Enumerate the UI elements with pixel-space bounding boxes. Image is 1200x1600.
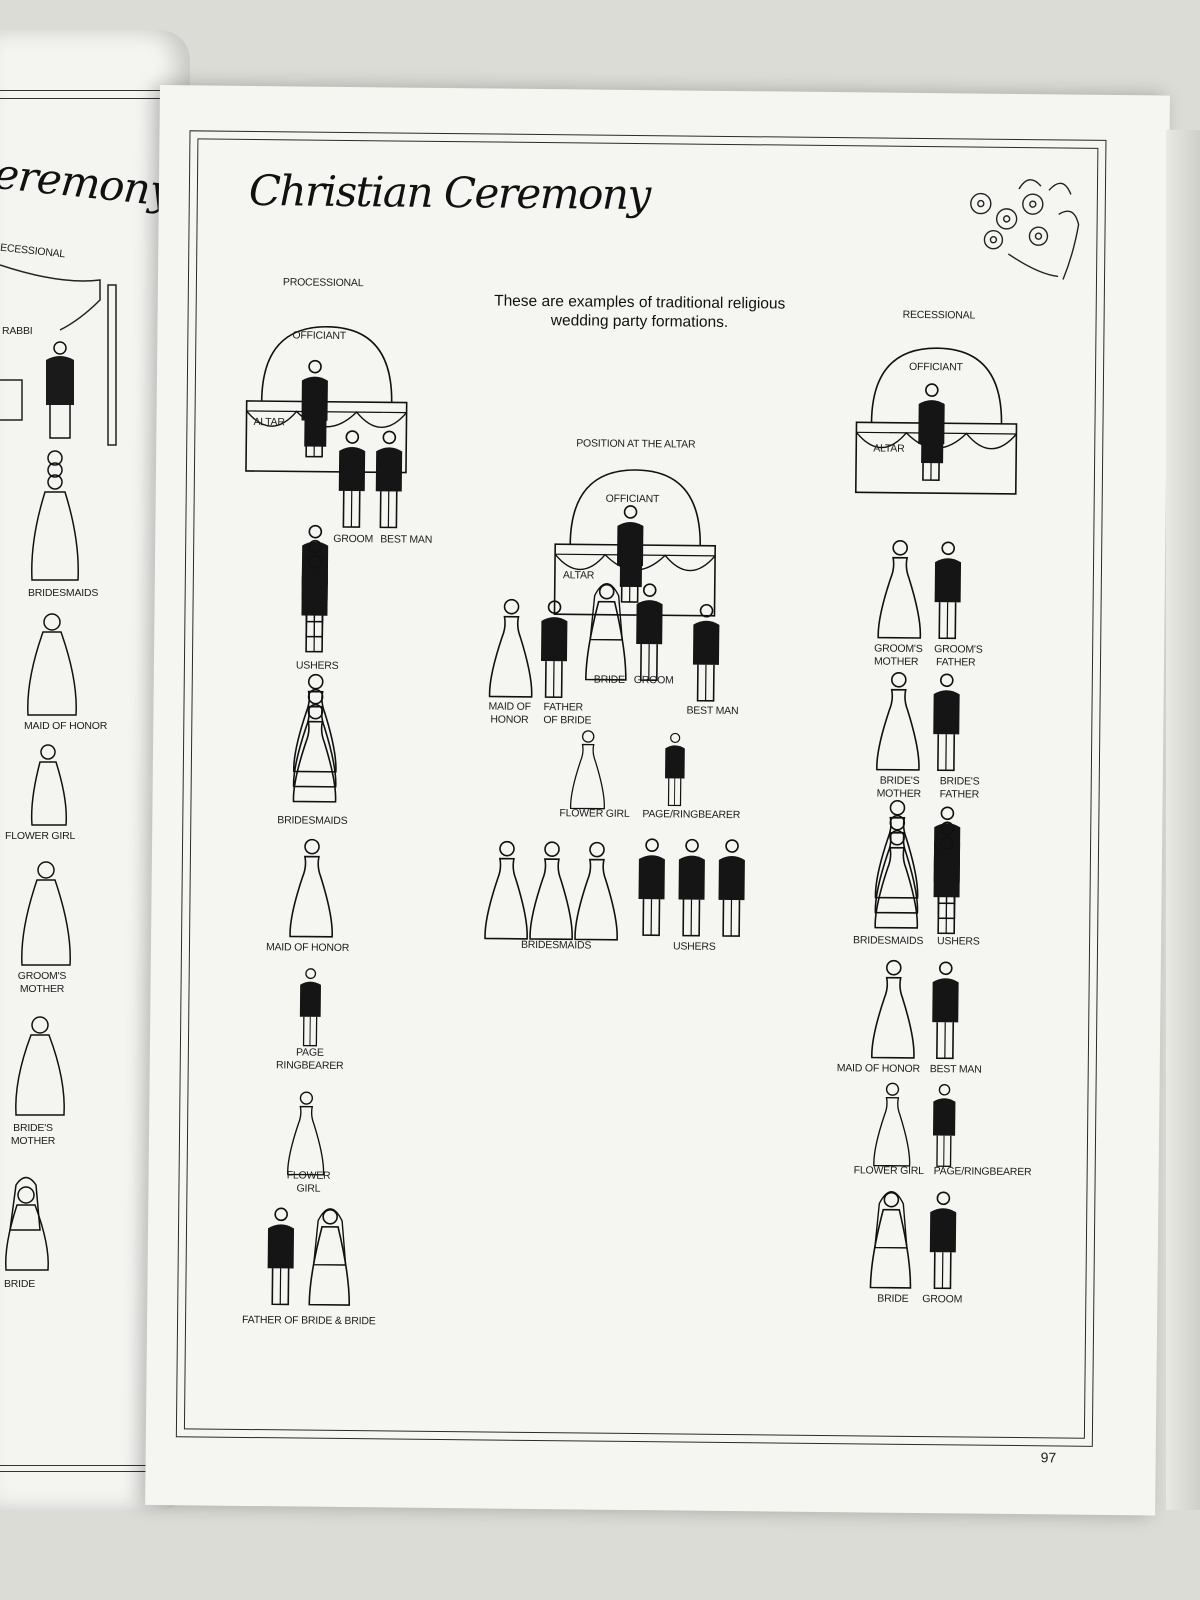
processional-ushers-label: USHERS <box>295 659 339 672</box>
bridesmaids-figure <box>31 450 79 581</box>
grooms-mother-figure <box>21 861 71 966</box>
altar-bridesmaid-figure-2 <box>529 841 574 941</box>
processional-father-figure <box>266 1207 296 1306</box>
processional-flower-girl-figure <box>287 1091 326 1176</box>
processional-best-man-label: BEST MAN <box>380 533 433 546</box>
recessional-best-man-label: BEST MAN <box>929 1063 982 1076</box>
left-brides-mother-label: BRIDE'S MOTHER <box>10 1122 56 1147</box>
altar-flower-girl-label: FLOWER GIRL <box>559 807 630 820</box>
recessional-page-figure <box>931 1083 957 1168</box>
right-page: Christian Ceremony These are examples of… <box>145 85 1170 1516</box>
left-bride-label: BRIDE <box>4 1278 36 1290</box>
recessional-bridesmaids-label: BRIDESMAIDS <box>853 934 924 948</box>
recessional-mother2-label: MOTHER <box>876 787 921 801</box>
recessional-flower-girl-figure <box>873 1082 912 1167</box>
recessional-grooms2-label: GROOM'S <box>934 643 983 656</box>
altar-father-of-bride-figure <box>539 600 569 699</box>
recessional-brides-label: BRIDE'S <box>879 774 920 787</box>
altar-usher-figure-2 <box>677 838 706 937</box>
recessional-brides-mother-figure <box>875 671 921 771</box>
altar-position-heading: POSITION AT THE ALTAR <box>576 437 696 451</box>
recessional-flower-girl-label: FLOWER GIRL <box>853 1164 924 1178</box>
altar-page-figure <box>664 732 686 807</box>
processional-page-figure <box>298 968 322 1047</box>
recessional-bride-figure <box>869 1190 913 1289</box>
altar-best-man-figure <box>691 603 721 702</box>
recessional-maid-of-honor-figure <box>870 959 916 1059</box>
rabbi-figure <box>46 341 74 439</box>
recessional-maid-of-honor-label: MAID OF HONOR <box>836 1062 920 1076</box>
recessional-father-label: FATHER <box>935 656 976 669</box>
recessional-groom-label: GROOM <box>922 1293 963 1306</box>
left-flower-girl-label: FLOWER GIRL <box>5 830 76 842</box>
recessional-best-man-figure <box>931 961 960 1060</box>
altar-ushers-label: USHERS <box>672 940 716 953</box>
recessional-grooms-mother-figure <box>877 539 923 639</box>
processional-girl-label: GIRL <box>296 1182 321 1195</box>
recessional-father2-label: FATHER <box>939 788 980 801</box>
processional-page-label: PAGE <box>296 1046 324 1059</box>
altar-page-ringbearer-label: PAGE/RINGBEARER <box>642 808 741 822</box>
altar-maid-of-label: MAID OF <box>488 700 531 713</box>
processional-altar-label: ALTAR <box>253 415 285 429</box>
processional-groom-figure <box>337 430 367 528</box>
recessional-heading: RECESSIONAL <box>902 308 976 322</box>
altar-position-officiant-label: OFFICIANT <box>605 492 660 506</box>
ceremony-diagram <box>245 179 1080 1306</box>
processional-ringbearer-label: RINGBEARER <box>275 1059 344 1072</box>
left-rabbi-label: RABBI <box>2 325 33 337</box>
processional-flower-label: FLOWER <box>286 1169 331 1182</box>
left-bridesmaids-label: BRIDESMAIDS <box>28 587 99 599</box>
processional-groom-label: GROOM <box>333 532 374 546</box>
altar-of-bride-label: OF BRIDE <box>543 714 592 727</box>
recessional-groom-figure <box>928 1191 958 1290</box>
left-grooms-mother-label: GROOM'S MOTHER <box>17 970 67 995</box>
recessional-grooms-father-figure <box>933 541 963 640</box>
altar-flower-girl-figure <box>569 730 606 810</box>
processional-bride-figure <box>308 1207 352 1306</box>
altar-bride-figure <box>584 582 628 681</box>
processional-maid-of-honor-label: MAID OF HONOR <box>265 941 350 955</box>
altar-bridesmaid-figure <box>484 840 529 940</box>
page-edges <box>1166 130 1200 1510</box>
recessional-bride-label: BRIDE <box>877 1292 909 1305</box>
floral-ornament-icon <box>970 179 1080 280</box>
processional-bridesmaids-label: BRIDESMAIDS <box>277 814 348 828</box>
altar-position-altar-label: ALTAR <box>562 569 595 582</box>
processional-maid-of-honor-figure <box>289 838 334 938</box>
brides-mother-figure <box>15 1016 65 1116</box>
processional-officiant-label: OFFICIANT <box>292 329 347 342</box>
recessional-brides2-label: BRIDE'S <box>939 775 980 788</box>
processional-heading: PROCESSIONAL <box>282 276 364 290</box>
recessional-grooms-label: GROOM'S <box>874 642 923 656</box>
altar-father-label: FATHER <box>543 701 584 714</box>
recessional-brides-father-figure <box>932 673 961 772</box>
recessional-altar-label: ALTAR <box>873 442 905 455</box>
altar-groom-figure <box>634 583 664 682</box>
bride-figure <box>4 1176 49 1271</box>
altar-honor-label: HONOR <box>490 713 529 726</box>
altar-bride-label: BRIDE <box>593 673 625 686</box>
altar-maid-of-honor-figure <box>488 598 534 698</box>
altar-bridesmaids-label: BRIDESMAIDS <box>520 938 592 952</box>
recessional-officiant-label: OFFICIANT <box>909 360 963 374</box>
recessional-page-ringbearer-label: PAGE/RINGBEARER <box>933 1165 1032 1179</box>
maid-of-honor-figure <box>27 613 77 716</box>
altar-best-man-label: BEST MAN <box>686 704 739 718</box>
processional-best-man-figure <box>374 430 404 529</box>
altar-usher-figure-3 <box>717 839 746 937</box>
altar-bridesmaid-figure-3 <box>574 841 619 941</box>
left-maid-of-honor-label: MAID OF HONOR <box>24 720 108 732</box>
recessional-ushers-label: USHERS <box>937 935 980 948</box>
processional-father-bride-label: FATHER OF BRIDE & BRIDE <box>242 1313 376 1328</box>
flower-girl-figure <box>30 744 68 826</box>
left-page-figures <box>0 264 117 1271</box>
altar-groom-label: GROOM <box>633 673 674 687</box>
recessional-mother-label: MOTHER <box>873 655 919 668</box>
altar-usher-figure <box>637 838 666 937</box>
